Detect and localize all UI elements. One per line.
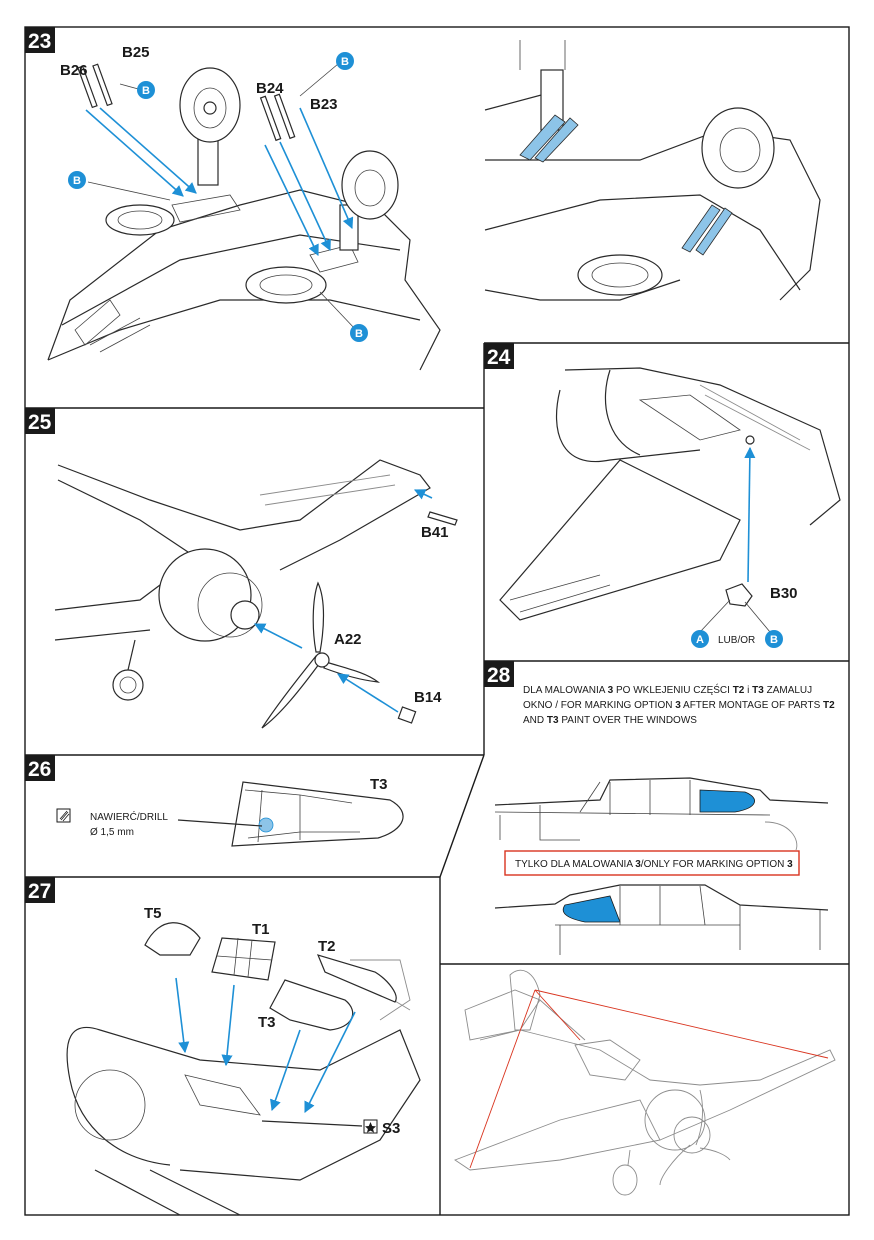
part-label-b23: B23 bbox=[310, 96, 338, 113]
part-label-b25: B25 bbox=[122, 44, 150, 61]
svg-text:B: B bbox=[770, 634, 778, 646]
or-label: LUB/OR bbox=[718, 635, 755, 646]
step-25-panel: 25 B41 A22 B14 bbox=[25, 408, 458, 729]
decal-star-icon bbox=[363, 1119, 378, 1134]
part-label-t3-step27: T3 bbox=[258, 1014, 276, 1031]
svg-text:B: B bbox=[142, 85, 150, 97]
part-label-b30: B30 bbox=[770, 585, 798, 602]
step-23-number: 23 bbox=[28, 30, 51, 53]
part-label-b26: B26 bbox=[60, 62, 88, 79]
badge-b-3: B bbox=[336, 52, 354, 70]
step-27-fuselage-illustration bbox=[66, 922, 421, 1216]
part-label-t1: T1 bbox=[252, 921, 270, 938]
step-28-panel: 28 DLA MALOWANIA 3 PO WKLEJENIU CZĘŚCI T… bbox=[484, 661, 835, 955]
step-24-number: 24 bbox=[487, 346, 511, 369]
decal-label-s3: S3 bbox=[382, 1120, 400, 1137]
step-23-result-illustration bbox=[484, 40, 821, 301]
svg-text:B: B bbox=[73, 175, 81, 187]
part-label-a22: A22 bbox=[334, 631, 362, 648]
step-27-number: 27 bbox=[28, 880, 51, 903]
marking-option-label: TYLKO DLA MALOWANIA 3/ONLY FOR MARKING O… bbox=[515, 859, 793, 870]
badge-b-2: B bbox=[68, 171, 86, 189]
canopy-side-view-bottom bbox=[494, 884, 829, 955]
option-a-badge: A bbox=[691, 630, 709, 648]
part-label-t2: T2 bbox=[318, 938, 336, 955]
step-28-number-box: 28 bbox=[484, 661, 514, 687]
strut-b26 bbox=[77, 65, 98, 109]
drill-size: Ø 1,5 mm bbox=[90, 827, 134, 838]
strut-b23 bbox=[273, 93, 296, 140]
strut-b24 bbox=[259, 95, 282, 142]
part-label-b41: B41 bbox=[421, 524, 449, 541]
instruction-line-2: OKNO / FOR MARKING OPTION 3 AFTER MONTAG… bbox=[523, 700, 835, 711]
step-28-instruction: DLA MALOWANIA 3 PO WKLEJENIU CZĘŚCI T2 i… bbox=[523, 683, 835, 726]
step-25-number-box: 25 bbox=[25, 408, 55, 434]
canopy-t3-drawing bbox=[231, 781, 404, 847]
step-26-panel: 26 NAWIERĆ/DRILL Ø 1,5 mm T3 bbox=[25, 755, 404, 847]
part-label-t3-step26: T3 bbox=[370, 776, 388, 793]
step-24-fuselage-illustration bbox=[499, 367, 841, 621]
strut-b25 bbox=[92, 63, 113, 107]
svg-text:B: B bbox=[355, 328, 363, 340]
marking-option-box: TYLKO DLA MALOWANIA 3/ONLY FOR MARKING O… bbox=[504, 850, 800, 876]
step-23-wing-illustration bbox=[47, 63, 441, 371]
step-25-aircraft-illustration bbox=[54, 459, 458, 729]
part-label-b24: B24 bbox=[256, 80, 284, 97]
part-label-b14: B14 bbox=[414, 689, 442, 706]
svg-text:B: B bbox=[341, 56, 349, 68]
option-b-badge: B bbox=[765, 630, 783, 648]
step-27-number-box: 27 bbox=[25, 877, 55, 903]
part-label-t5: T5 bbox=[144, 905, 162, 922]
instruction-line-3: AND T3 PAINT OVER THE WINDOWS bbox=[523, 715, 697, 726]
drill-label: NAWIERĆ/DRILL bbox=[90, 810, 168, 823]
canopy-side-view-top bbox=[494, 777, 829, 851]
badge-b-1: B bbox=[137, 81, 155, 99]
step-26-number: 26 bbox=[28, 758, 51, 781]
step-27-panel: 27 T5 T1 T2 T3 S3 bbox=[25, 877, 421, 1216]
step-25-number: 25 bbox=[28, 411, 52, 434]
instruction-line-1: DLA MALOWANIA 3 PO WKLEJENIU CZĘŚCI T2 i… bbox=[523, 683, 812, 696]
step-23-number-box: 23 bbox=[25, 27, 55, 53]
step-23-panel: 23 bbox=[25, 27, 441, 371]
final-aircraft-illustration bbox=[454, 969, 836, 1196]
step-24-number-box: 24 bbox=[484, 343, 514, 369]
svg-text:A: A bbox=[696, 634, 704, 646]
step-23-arrows bbox=[85, 63, 357, 331]
panel-grid bbox=[24, 26, 850, 1216]
reference-lines bbox=[469, 989, 829, 1169]
step-26-number-box: 26 bbox=[25, 755, 55, 781]
drill-icon bbox=[56, 808, 71, 823]
badge-b-4: B bbox=[350, 324, 368, 342]
step-24-panel: 24 B30 A LUB/OR B bbox=[484, 343, 841, 648]
step-28-number: 28 bbox=[487, 664, 511, 687]
